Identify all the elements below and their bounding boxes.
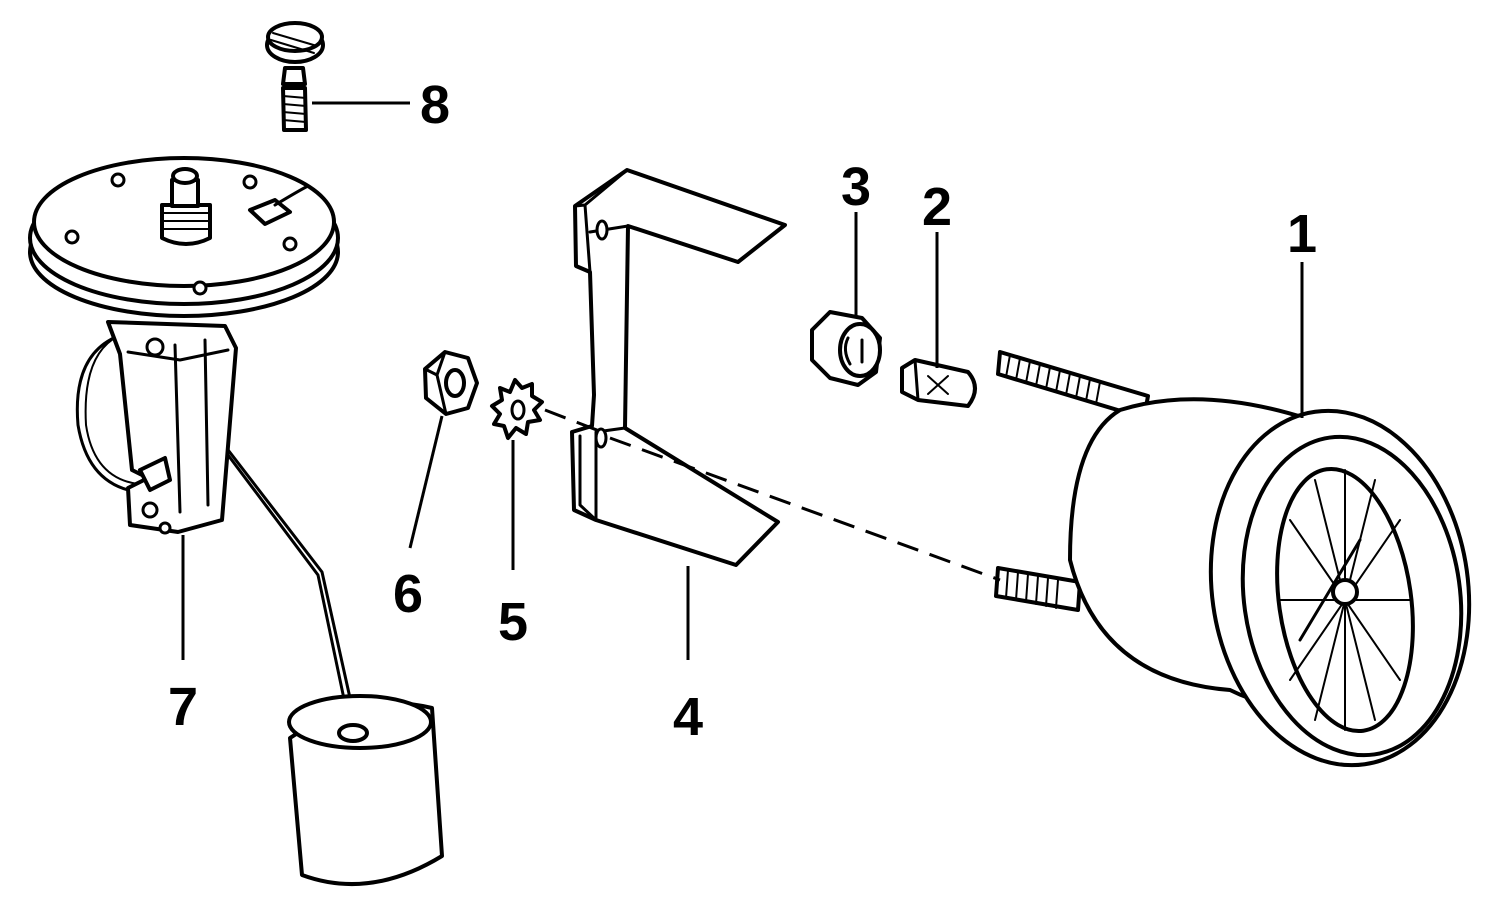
callout-5: 5 [498,592,528,652]
part-5-star-washer [490,378,544,440]
assembly-line-2 [609,436,1001,582]
part-6-hex-nut [423,350,479,416]
callout-7: 7 [168,677,198,737]
part-3-bulb-socket [810,310,882,387]
callout-4: 4 [673,687,703,747]
part-2-bulb [900,358,977,408]
leader-lines [181,101,1304,660]
callout-2: 2 [922,177,952,237]
callout-6: 6 [393,564,423,624]
part-8-screw [265,21,325,132]
part-7-fuel-sender [28,156,444,887]
part-4-u-bracket [570,168,787,567]
callout-1: 1 [1287,204,1317,264]
assembly-line [544,408,603,434]
callout-8: 8 [420,75,450,135]
callout-3: 3 [841,157,871,217]
part-1-gauge [994,350,1472,768]
